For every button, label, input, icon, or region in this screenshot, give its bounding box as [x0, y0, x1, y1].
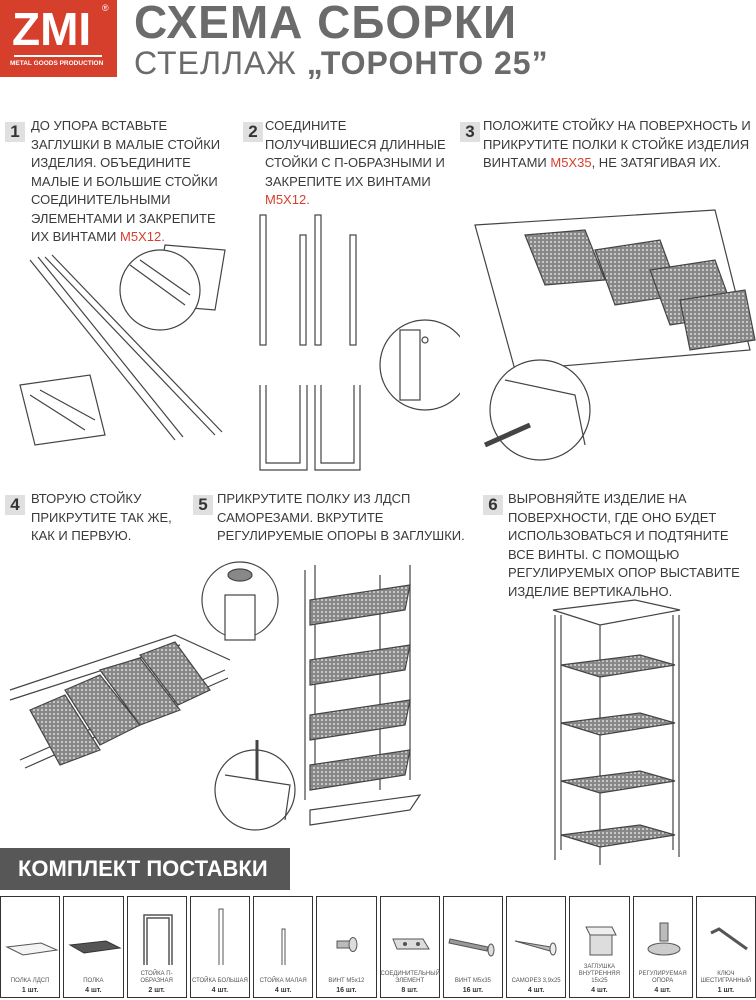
part-name: СОЕДИНИТЕЛЬНЫЙ ЭЛЕМЕНТ [380, 971, 440, 984]
step-number-3: 3 [460, 122, 480, 142]
part-plug: ЗАГЛУШКА ВНУТРЕННЯЯ 15x25 4 шт. [569, 896, 630, 998]
connector-icon [391, 938, 430, 950]
product-name: „ТОРОНТО 25” [306, 45, 549, 81]
page-title: СХЕМА СБОРКИ [134, 0, 518, 48]
part-mesh-shelf: ПОЛКА 4 шт. [63, 896, 124, 998]
step-5-illustration [201, 561, 422, 831]
long-screw-icon [448, 938, 495, 957]
step-3-screw: M5X35 [550, 155, 592, 170]
hex-key-icon [710, 927, 748, 951]
part-qty: 8 шт. [401, 987, 418, 994]
step-3-illustration [474, 209, 756, 461]
step-3-body-end: , НЕ ЗАТЯГИВАЯ ИХ. [591, 155, 721, 170]
part-name: САМОРЕЗ 3,9x25 [511, 978, 561, 984]
step-5-text: ПРИКРУТИТЕ ПОЛКУ ИЗ ЛДСП САМОРЕЗАМИ. ВКР… [217, 491, 465, 543]
long-post-icon [218, 908, 224, 965]
part-qty: 4 шт. [527, 987, 545, 994]
part-name: СТОЙКА МАЛАЯ [259, 978, 307, 984]
u-frame-icon [142, 914, 173, 965]
part-qty: 16 шт. [336, 987, 357, 994]
step-4-text: ВТОРУЮ СТОЙКУ ПРИКРУТИТЕ ТАК ЖЕ, КАК И П… [31, 491, 172, 543]
step-number-4: 4 [5, 495, 25, 515]
logo-brand: ZMI [12, 3, 92, 55]
step-2-body: СОЕДИНИТЕ ПОЛУЧИВШИЕСЯ ДЛИННЫЕ СТОЙКИ С … [265, 118, 446, 189]
step-2-illustration [259, 214, 460, 471]
part-name: ПОЛКА ЛДСП [10, 978, 50, 984]
part-name: РЕГУЛИРУЕМАЯ ОПОРА [638, 971, 687, 984]
step-6-illustration [552, 599, 681, 865]
part-qty: 4 шт. [274, 987, 292, 994]
part-long-post: СТОЙКА БОЛЬШАЯ 4 шт. [189, 896, 250, 998]
step-1-illustration [19, 244, 226, 446]
part-u-frame: СТОЙКА П-ОБРАЗНАЯ 2 шт. [126, 896, 187, 998]
part-wood-screw: САМОРЕЗ 3,9x25 4 шт. [506, 896, 567, 998]
step-1-text: ДО УПОРА ВСТАВЬТЕ ЗАГЛУШКИ В МАЛЫЕ СТОЙК… [31, 117, 236, 247]
part-qty: 2 шт. [148, 987, 165, 994]
logo-registered: ® [102, 3, 109, 13]
part-foot: РЕГУЛИРУЕМАЯ ОПОРА 4 шт. [632, 896, 693, 998]
step-number-5: 5 [193, 495, 213, 515]
part-hex-key: КЛЮЧ ШЕСТИГРАННЫЙ 1 шт. [695, 896, 756, 998]
step-1-body: ДО УПОРА ВСТАВЬТЕ ЗАГЛУШКИ В МАЛЫЕ СТОЙК… [31, 118, 221, 244]
step-4-illustration [9, 634, 230, 769]
plug-icon [585, 926, 618, 956]
step-number-6: 6 [483, 495, 503, 515]
step-number-2: 2 [243, 122, 263, 142]
part-name: КЛЮЧ ШЕСТИГРАННЫЙ [700, 971, 752, 984]
short-post-icon [281, 928, 286, 965]
logo-divider [14, 55, 102, 57]
part-qty: 4 шт. [591, 987, 608, 994]
part-qty: 1 шт. [717, 987, 735, 994]
step-3-body: ПОЛОЖИТЕ СТОЙКУ НА ПОВЕРХНОСТЬ И ПРИКРУТ… [483, 118, 751, 170]
part-name: ЗАГЛУШКА ВНУТРЕННЯЯ 15x25 [578, 964, 620, 984]
step-3-text: ПОЛОЖИТЕ СТОЙКУ НА ПОВЕРХНОСТЬ И ПРИКРУТ… [483, 117, 753, 173]
part-short-post: СТОЙКА МАЛАЯ 4 шт. [253, 896, 314, 998]
part-qty: 4 шт. [654, 987, 671, 994]
part-qty: 4 шт. [211, 987, 229, 994]
part-name: ВИНТ M5x12 [328, 978, 365, 984]
logo-tagline: METAL GOODS PRODUCTION [10, 60, 104, 67]
part-qty: 1 шт. [21, 987, 39, 994]
part-long-screw: ВИНТ M5x35 16 шт. [442, 896, 503, 998]
step-2-screw: M5X12. [265, 192, 310, 207]
part-qty: 4 шт. [85, 987, 102, 994]
page-subtitle: СТЕЛЛАЖ „ТОРОНТО 25” [134, 47, 549, 79]
part-qty: 16 шт. [462, 987, 484, 994]
step-6-text: ВЫРОВНЯЙТЕ ИЗДЕЛИЕ НА ПОВЕРХНОСТИ, ГДЕ О… [508, 491, 740, 599]
step-1-screw: M5x12. [120, 229, 165, 244]
part-name: ВИНТ M5x35 [454, 978, 491, 984]
subtitle-prefix: СТЕЛЛАЖ [134, 45, 307, 81]
part-board: ПОЛКА ЛДСП 1 шт. [0, 896, 61, 998]
part-name: ПОЛКА [83, 978, 104, 984]
screw-icon [336, 937, 358, 952]
zmi-logo: ZMI ® METAL GOODS PRODUCTION [0, 0, 117, 77]
step-number-1: 1 [5, 122, 25, 142]
step-2-text: СОЕДИНИТЕ ПОЛУЧИВШИЕСЯ ДЛИННЫЕ СТОЙКИ С … [265, 117, 455, 210]
foot-icon [647, 922, 680, 956]
part-name: СТОЙКА П-ОБРАЗНАЯ [140, 971, 173, 984]
parts-list: ПОЛКА ЛДСП 1 шт. ПОЛКА 4 шт. СТОЙКА П-ОБРА… [0, 896, 756, 998]
kit-banner: КОМПЛЕКТ ПОСТАВКИ [0, 848, 290, 890]
part-connector: СОЕДИНИТЕЛЬНЫЙ ЭЛЕМЕНТ 8 шт. [379, 896, 440, 998]
wood-screw-icon [514, 940, 557, 956]
part-name: СТОЙКА БОЛЬШАЯ [191, 978, 248, 984]
part-short-screw: ВИНТ M5x12 16 шт. [316, 896, 377, 998]
board-icon [5, 942, 59, 956]
mesh-shelf-icon [68, 940, 122, 954]
